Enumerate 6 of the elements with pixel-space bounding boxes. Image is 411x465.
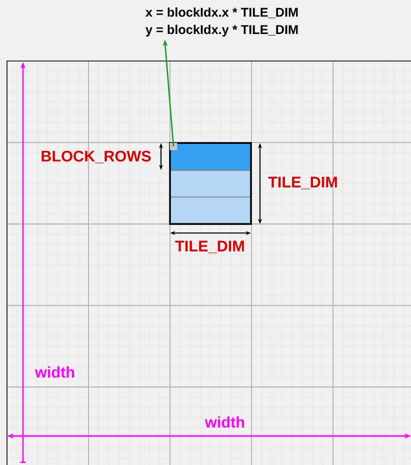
dimension-label: BLOCK_ROWS bbox=[42, 150, 151, 164]
dimension-label: TILE_DIM bbox=[268, 176, 337, 190]
dimension-label: TILE_DIM bbox=[175, 240, 244, 254]
dimension-label: width bbox=[34, 366, 74, 378]
formula-text: x = blockIdx.x * TILE_DIM y = blockIdx.y * TILE_DIM bbox=[146, 7, 298, 37]
dimension-label: width bbox=[204, 416, 244, 428]
